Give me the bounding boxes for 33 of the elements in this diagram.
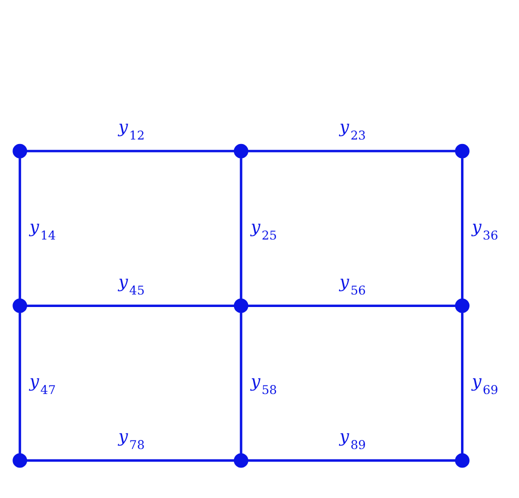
node-circle <box>455 144 470 158</box>
connector <box>240 158 242 300</box>
edge-label: y$_{56}$ <box>340 271 366 298</box>
connector <box>240 312 242 454</box>
connector <box>248 304 456 308</box>
connector <box>18 312 22 454</box>
edge-label: y$_{89}$ <box>340 426 366 452</box>
connector <box>461 158 464 300</box>
node-circle <box>234 144 248 158</box>
edge-label: y$_{36}$ <box>472 216 498 242</box>
edge-label: y$_{69}$ <box>472 371 498 398</box>
connector <box>26 459 234 462</box>
connector <box>248 459 456 462</box>
edge-label: y$_{78}$ <box>118 426 145 452</box>
edge-label: y$_{47}$ <box>30 371 56 398</box>
edge-label: y$_{12}$ <box>118 116 145 143</box>
connector <box>18 158 22 300</box>
connector <box>26 150 234 152</box>
edge-label: y$_{23}$ <box>340 116 366 143</box>
edge-label: y$_{14}$ <box>30 216 56 242</box>
edge-label: y$_{25}$ <box>250 216 277 242</box>
node-circle <box>12 144 28 158</box>
node-circle <box>455 453 470 468</box>
connector <box>26 304 234 308</box>
edge-label: y$_{58}$ <box>250 371 277 398</box>
node-circle <box>234 298 248 314</box>
node-circle <box>455 298 470 314</box>
edge-label: y$_{45}$ <box>118 271 145 298</box>
connector <box>461 312 464 454</box>
node-circle <box>12 453 28 468</box>
node-circle <box>12 298 28 314</box>
connector <box>248 150 456 152</box>
node-circle <box>234 453 248 468</box>
